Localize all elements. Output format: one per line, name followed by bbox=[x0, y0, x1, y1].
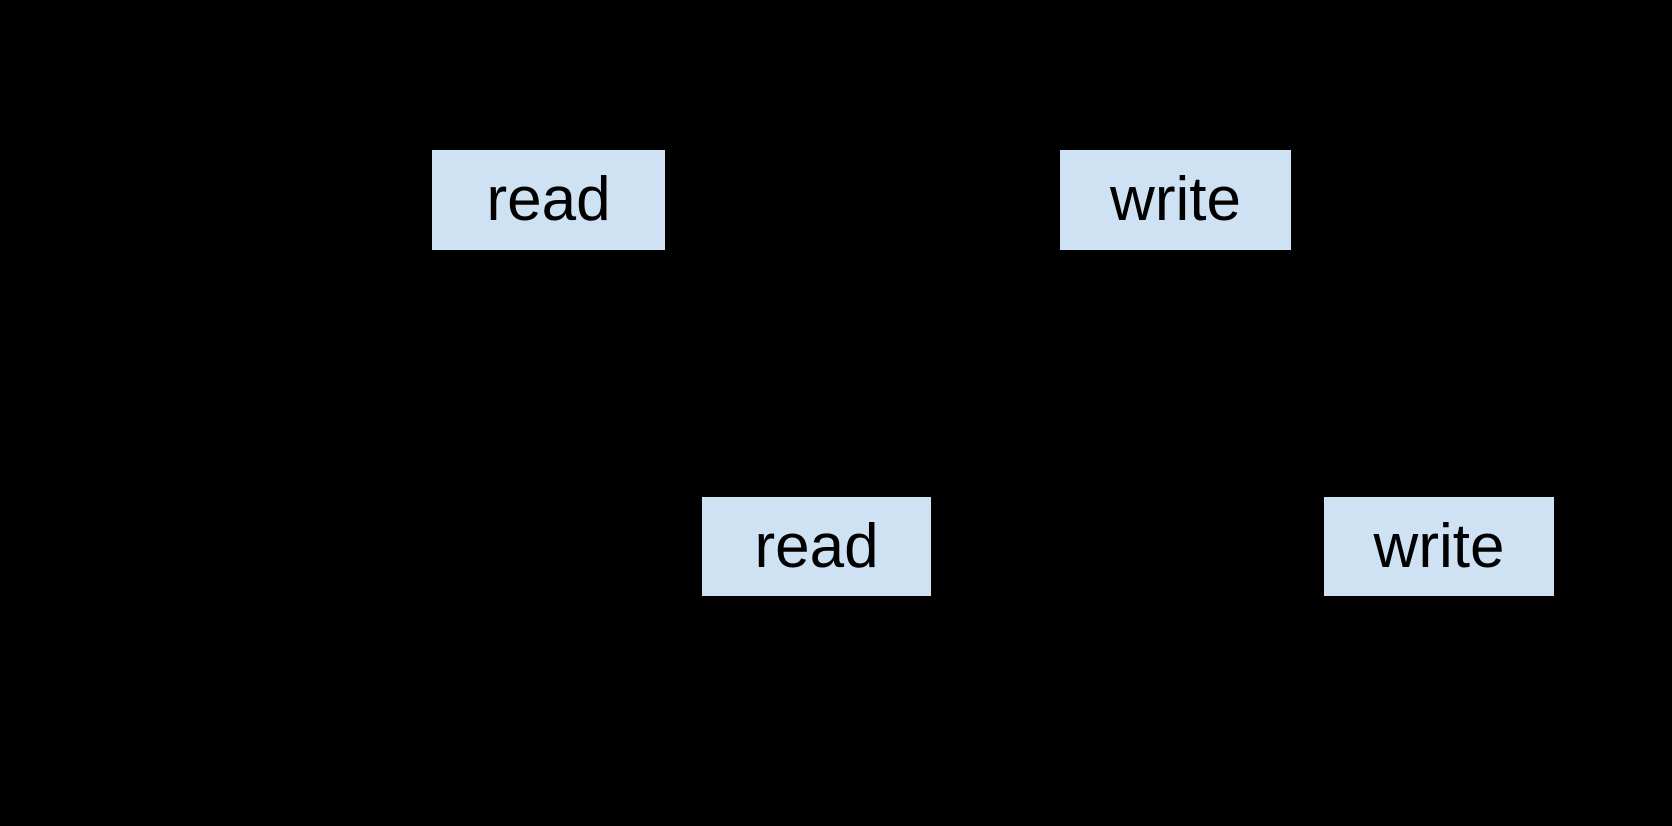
node-label-write-bottom-right: write bbox=[1373, 511, 1505, 581]
node-write-bottom-right: write bbox=[1322, 495, 1556, 598]
node-label-read-top-left: read bbox=[486, 165, 611, 234]
node-label-write-top-right: write bbox=[1110, 165, 1241, 234]
node-label-read-bottom-middle: read bbox=[754, 511, 879, 581]
node-read-top-left: read bbox=[430, 148, 667, 252]
node-read-bottom-middle: read bbox=[700, 495, 933, 598]
node-write-top-right: write bbox=[1058, 148, 1293, 252]
